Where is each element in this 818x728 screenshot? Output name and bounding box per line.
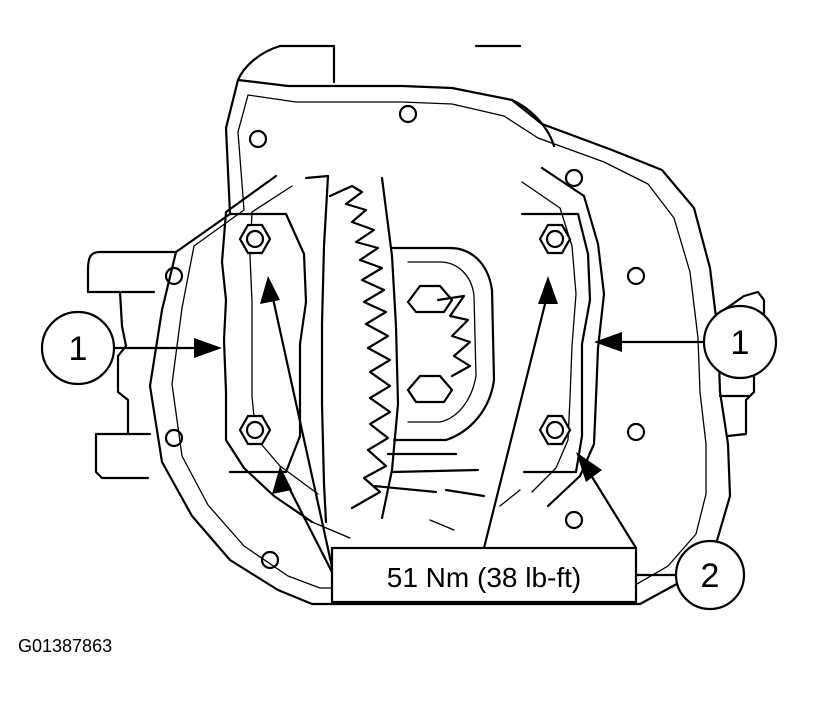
spider-gear-top: [406, 284, 454, 314]
top-tube-right: [510, 98, 556, 148]
pointer-arrow-icon: [272, 466, 292, 494]
housing-bolt-hole: [626, 266, 646, 286]
torque-label: 51 Nm (38 lb-ft): [387, 562, 582, 593]
ring-gear-teeth: [328, 184, 392, 510]
housing-bolt-hole: [564, 168, 584, 188]
hex-bolt-icon: [238, 414, 272, 446]
spider-gear-bottom: [406, 374, 454, 404]
hex-bolt-icon: [538, 414, 572, 446]
chamber-left-wall: [220, 174, 314, 524]
housing-bolt-hole: [248, 129, 268, 149]
pointer-arrow-icon: [538, 276, 558, 304]
torque-leader-upper-left: [270, 292, 336, 578]
ring-gear-outline-left: [304, 174, 330, 524]
housing-bolt-hole: [164, 428, 184, 448]
carrier-inner: [407, 261, 477, 423]
carrier-outline: [390, 246, 496, 442]
spider-teeth: [436, 294, 472, 378]
pointer-arrow-icon: [194, 338, 222, 358]
torque-leader-lower-left: [280, 472, 336, 578]
lower-carrier-lines: [372, 452, 486, 498]
pointer-arrow-icon: [260, 276, 280, 304]
lower-texture: [311, 489, 521, 539]
hex-bolt-icon: [238, 223, 272, 255]
right-callout-number: 1: [731, 324, 750, 362]
left-bearing-cap: [228, 212, 308, 474]
housing-bolt-hole: [164, 266, 184, 286]
housing-outline: [148, 78, 732, 606]
housing-inner-outline: [171, 94, 707, 589]
pointer-arrow-icon: [594, 332, 622, 352]
torque-index-number: 2: [701, 557, 720, 595]
ring-gear-outline-right: [380, 176, 400, 520]
housing-bolt-hole: [260, 550, 280, 570]
top-tube-left: [236, 44, 282, 82]
housing-bolt-hole: [564, 510, 584, 530]
right-bearing-cap: [520, 212, 592, 474]
pointer-arrow-icon: [576, 452, 602, 482]
housing-bolt-hole: [626, 422, 646, 442]
housing-bolt-hole: [398, 104, 418, 124]
figure-code: G01387863: [18, 636, 112, 656]
torque-leader-upper-right: [482, 290, 550, 550]
left-mount: [86, 250, 178, 480]
torque-index-circle: [674, 539, 746, 611]
torque-label-box: [330, 546, 638, 604]
torque-leader-lower-right: [582, 462, 638, 550]
chamber-right-wall-inner: [521, 181, 577, 493]
hex-bolt-icon: [538, 223, 572, 255]
top-tube-top: [278, 44, 336, 84]
left-callout-number: 1: [69, 330, 88, 368]
